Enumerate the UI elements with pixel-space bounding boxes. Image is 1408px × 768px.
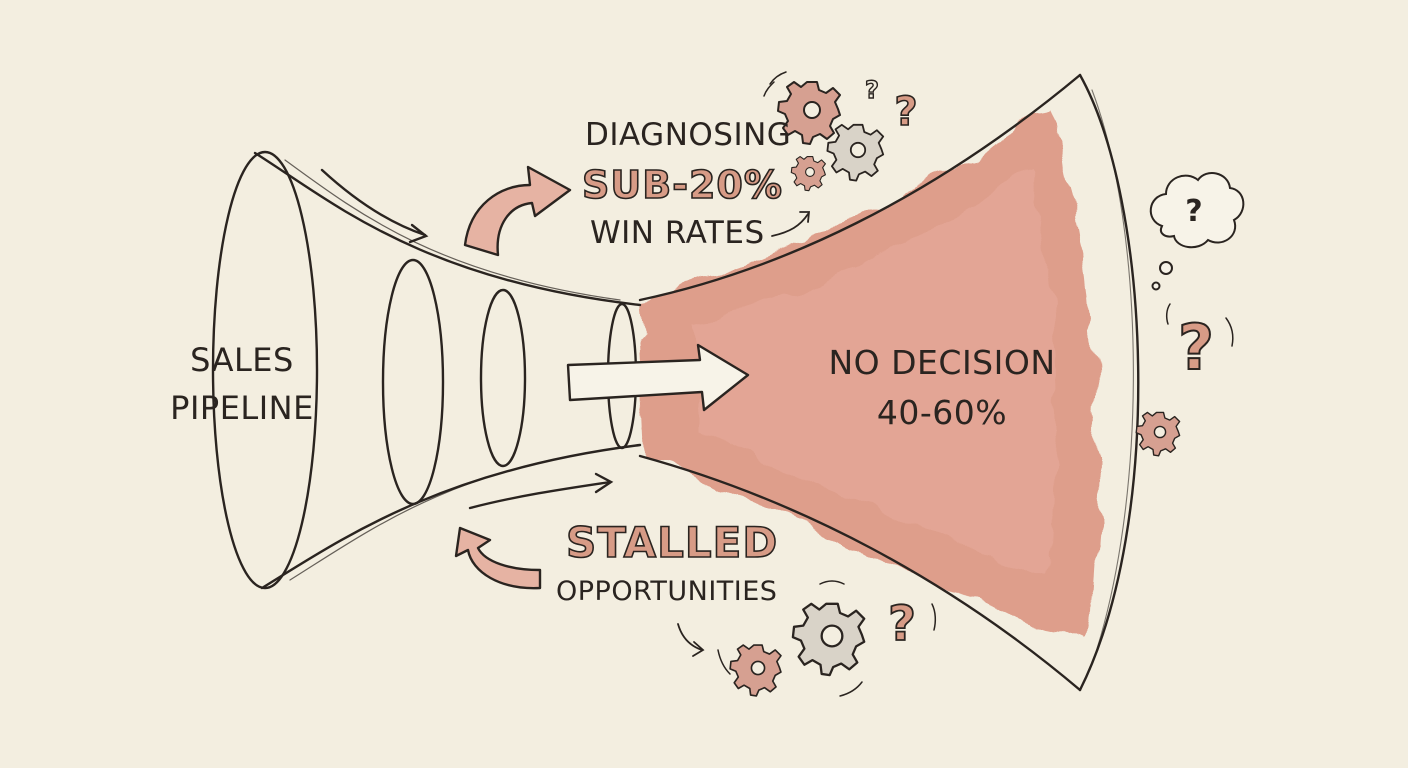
flow-arrow-bottom xyxy=(468,480,612,510)
question-mark-icon: ? xyxy=(887,596,917,652)
sub20-label: SUB-20% xyxy=(581,163,783,207)
flow-arrow-top xyxy=(320,168,427,237)
gear-icon xyxy=(777,81,841,145)
squiggle-arrow-opportunities xyxy=(677,623,703,651)
diagnosing-label: DIAGNOSING xyxy=(585,117,792,153)
gear-icon xyxy=(1135,411,1181,457)
squiggle-arrow-winrates xyxy=(771,213,809,237)
question-mark-icon: ? xyxy=(1185,194,1203,229)
gear-icon xyxy=(791,602,866,677)
curved-arrow-stalled-icon xyxy=(454,526,542,590)
gear-icon xyxy=(826,123,885,182)
no-decision-label: NO DECISION xyxy=(828,343,1056,382)
question-mark-icon: ? xyxy=(894,89,919,135)
funnel-ring-2 xyxy=(479,288,527,468)
no-decision-percent: 40-60% xyxy=(876,393,1008,432)
curved-arrow-icon xyxy=(463,165,572,257)
no-decision-watercolor xyxy=(640,110,1099,640)
right-arrow-icon xyxy=(566,343,750,412)
opportunities-label: OPPORTUNITIES xyxy=(556,576,778,607)
gear-icon xyxy=(790,156,826,192)
stalled-label: STALLED xyxy=(565,518,779,567)
funnel-mouth-ellipse xyxy=(211,150,319,590)
pipeline-label-line2: PIPELINE xyxy=(170,389,314,427)
gear-icon xyxy=(729,644,782,697)
win-rates-label: WIN RATES xyxy=(590,215,765,251)
funnel-outline xyxy=(211,73,1140,692)
question-mark-icon: ? xyxy=(864,76,879,104)
pipeline-label-line1: SALES xyxy=(190,341,294,379)
question-mark-icon: ? xyxy=(1177,311,1215,384)
thought-bubble-icon xyxy=(1149,172,1245,291)
funnel-ring-1 xyxy=(381,258,445,506)
